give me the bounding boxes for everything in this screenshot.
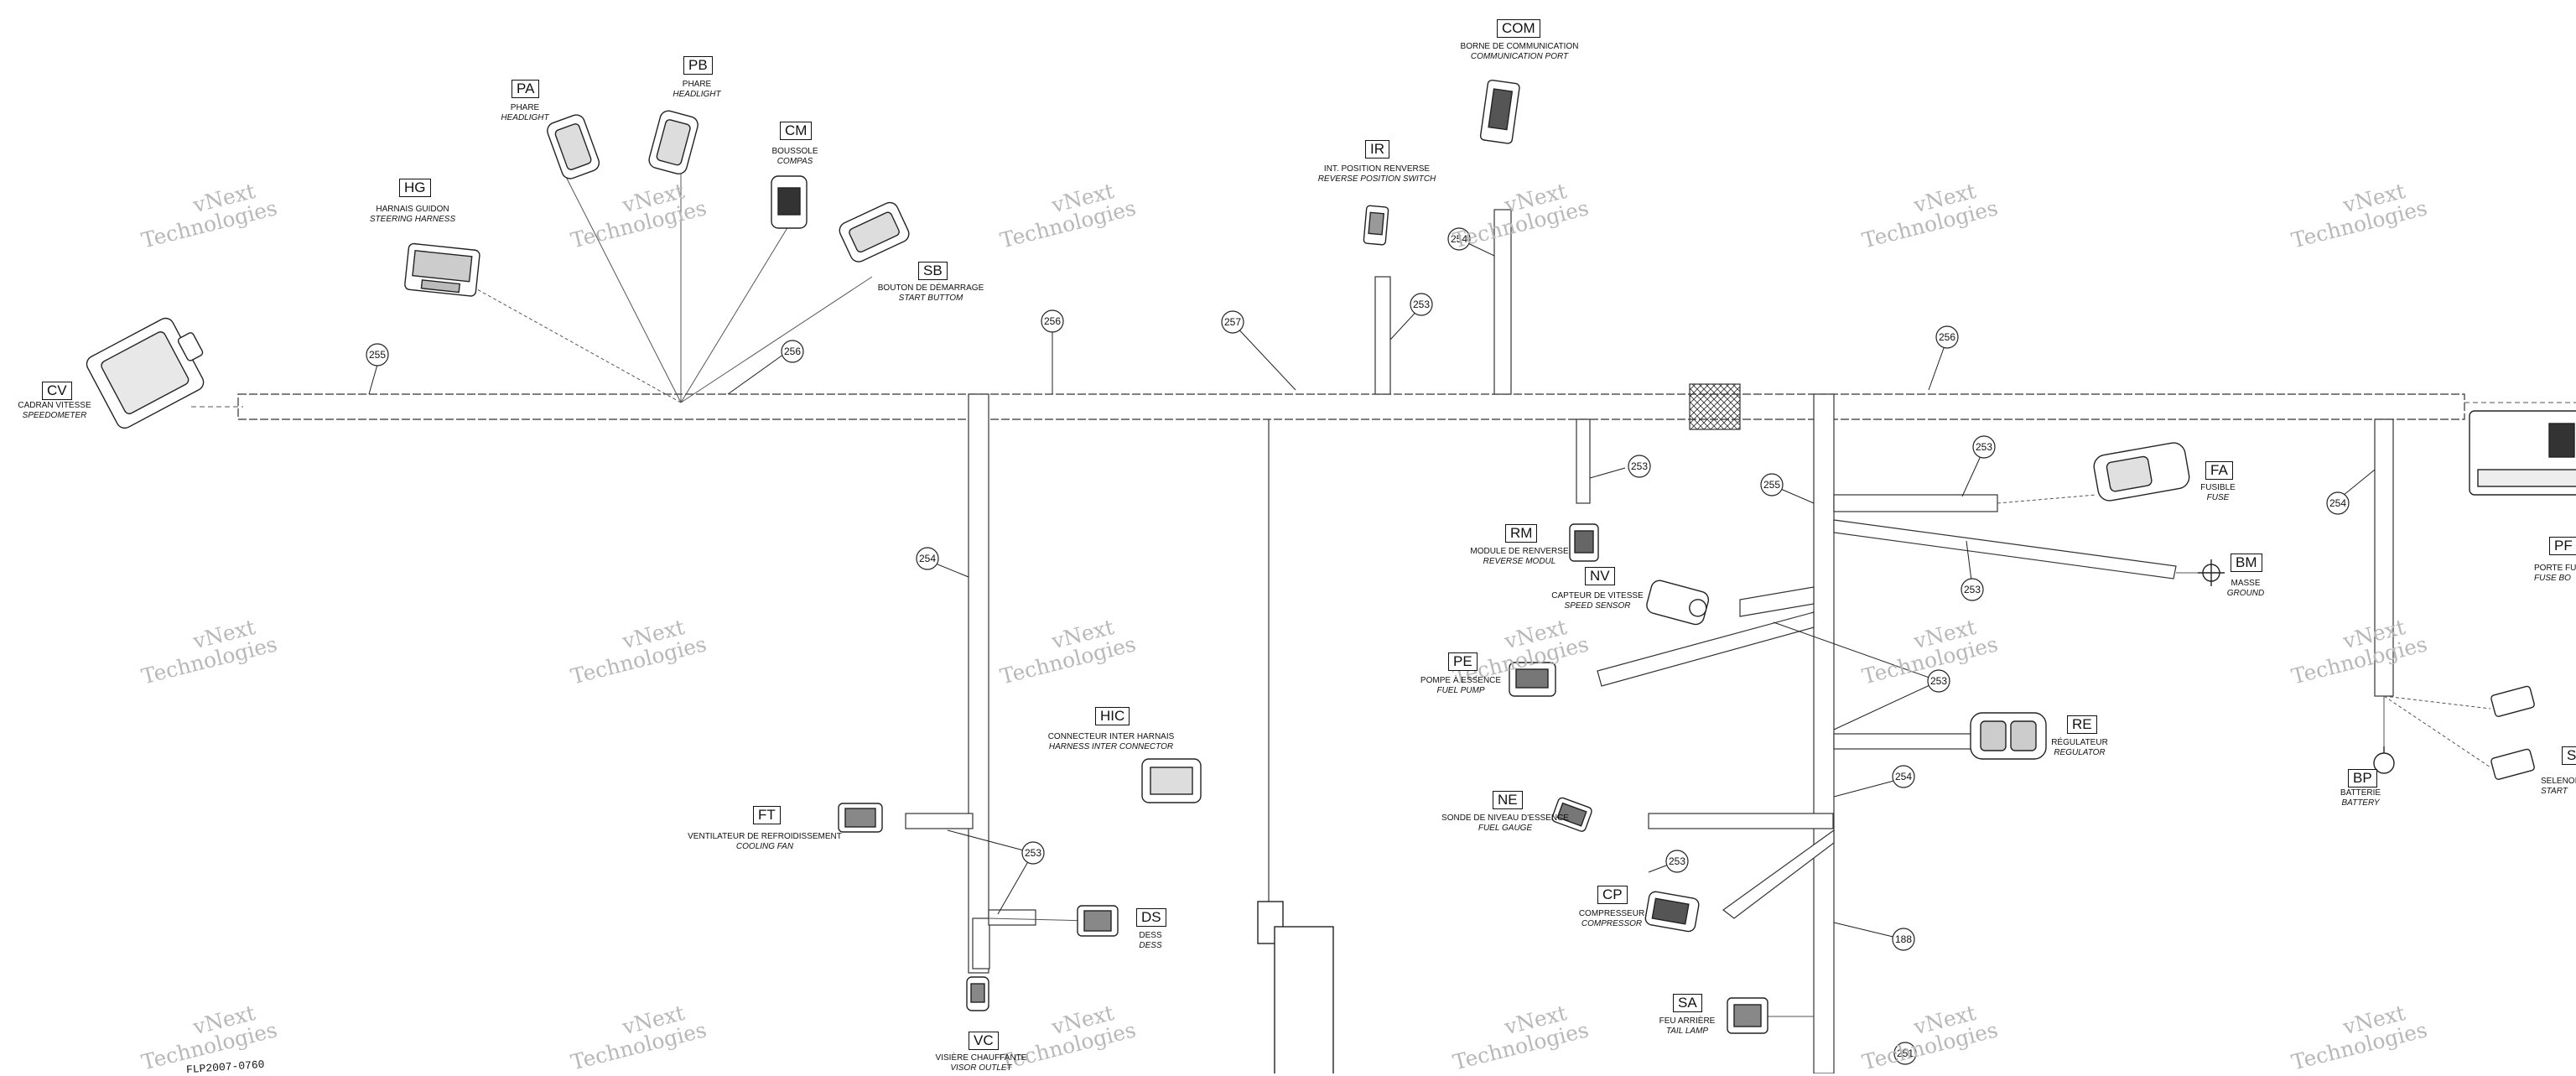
headlight-pa-connector-icon [545, 112, 601, 181]
connector-description: PORTE FUSIFUSE BO [2534, 564, 2576, 584]
headlight-pb-connector-icon [647, 109, 700, 176]
connector-code-box: DS [1136, 908, 1166, 927]
wire-tag-253: 253 [1964, 584, 1981, 595]
connector-code-box: NV [1585, 567, 1615, 585]
connector-code-box: HIC [1095, 707, 1130, 725]
connector-code-box: S [2562, 746, 2576, 765]
connector-code-box: BM [2231, 554, 2262, 572]
selenoid-connector-icon-2 [2490, 749, 2535, 781]
reverse-switch-connector-icon [1363, 205, 1389, 245]
harness-trunks [238, 210, 2464, 1073]
wire-tag-255: 255 [369, 349, 386, 361]
wire-tag-256: 256 [784, 346, 801, 357]
ground-terminal-icon [2198, 559, 2225, 586]
compass-connector-icon [771, 176, 807, 228]
connector-code-box: IR [1365, 140, 1389, 159]
communication-port-connector-icon [1480, 80, 1520, 144]
fuse-connector-icon [2092, 441, 2191, 502]
connector-description: SELENOIDESTART [2541, 777, 2576, 797]
reverse-module-connector-icon [1570, 524, 1598, 561]
fuel-pump-connector-icon [1509, 663, 1555, 696]
wire-tag-254: 254 [1895, 771, 1912, 782]
wire-tag-253: 253 [1976, 441, 1992, 453]
connector-code-box: VC [969, 1032, 999, 1050]
wire-tag-labels: 255 256 256 257 253 254 256 253 255 253 … [369, 233, 2346, 1059]
harness-inter-connector-icon [1142, 759, 1201, 803]
connector-code-box: COM [1497, 19, 1540, 38]
wire-tag-257: 257 [1224, 316, 1241, 328]
wire-tag-253: 253 [1669, 855, 1685, 867]
visor-outlet-connector-icon [967, 977, 989, 1011]
grommet [1690, 384, 1740, 429]
connector-code-box: HG [399, 179, 431, 197]
fuse-box-icon [2470, 411, 2576, 495]
connector-code-box: FT [753, 806, 781, 824]
wire-tag-254: 254 [2329, 497, 2346, 509]
selenoid-connector-icon [2490, 686, 2535, 718]
connector-code-box: SA [1673, 994, 1702, 1012]
connector-code-box: CM [780, 122, 812, 140]
wire-tag-254: 254 [919, 553, 936, 564]
speed-sensor-connector-icon [1645, 579, 1711, 626]
connector-code-box: BP [2348, 769, 2377, 788]
steering-harness-connector-icon [404, 243, 480, 297]
connector-code-box: PA [512, 80, 539, 98]
connector-code-box: PF [2549, 537, 2576, 555]
connector-code-box: RM [1505, 524, 1537, 543]
wire-tag-256: 256 [1939, 331, 1955, 343]
connector-code-box: CP [1597, 886, 1628, 904]
wire-tag-253: 253 [1025, 847, 1041, 859]
wire-tag-188: 188 [1895, 933, 1912, 945]
relay-component-icon [1258, 902, 1333, 1073]
wire-tag-251: 251 [1897, 1047, 1914, 1059]
cooling-fan-connector-icon [839, 803, 882, 832]
tail-lamp-connector-icon [1727, 998, 1768, 1033]
leader-lines [369, 239, 2375, 939]
regulator-connector-icon [1971, 713, 2046, 759]
connector-code-box: PB [683, 56, 713, 75]
wire-tag-253: 253 [1930, 675, 1947, 687]
connector-code-box: CV [42, 382, 72, 400]
connector-code-box: SB [918, 262, 948, 280]
connector-icons [84, 80, 2576, 1073]
compressor-connector-icon [1644, 891, 1700, 933]
speedometer-connector-icon [84, 309, 217, 431]
start-button-connector-icon [837, 200, 911, 264]
connector-code-box: FA [2205, 461, 2233, 480]
wire-tag-circles [366, 228, 2349, 1064]
wire-tag-255: 255 [1763, 479, 1780, 491]
connector-code-box: RE [2067, 715, 2097, 734]
wire-tag-253: 253 [1413, 299, 1430, 310]
dess-connector-icon [1078, 906, 1118, 936]
wire-tag-253: 253 [1631, 460, 1648, 472]
connector-code-box: PE [1448, 652, 1478, 671]
wire-tag-254: 254 [1451, 233, 1467, 245]
connector-code-box: NE [1493, 791, 1523, 809]
wire-tag-256: 256 [1044, 315, 1061, 327]
